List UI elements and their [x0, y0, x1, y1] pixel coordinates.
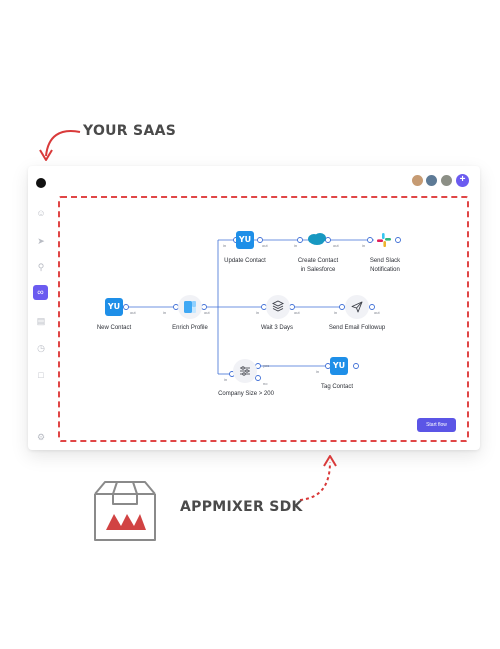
curved-arrow-top-icon: [39, 130, 81, 161]
tag-contact-icon[interactable]: YU: [330, 357, 348, 375]
port-label-out: out: [374, 310, 380, 315]
document-icon[interactable]: □: [38, 370, 44, 380]
clearbit-icon: [184, 301, 196, 313]
node-label-update-contact: Update Contact: [224, 258, 266, 264]
port-label-yes: yes: [263, 363, 270, 368]
port-label-out: out: [204, 310, 210, 315]
settings-icon[interactable]: ⚙: [36, 432, 46, 442]
node-label-new-contact: New Contact: [96, 325, 132, 331]
node-label-enrich-profile: Enrich Profile: [172, 325, 208, 331]
port-label-out: out: [262, 243, 268, 248]
your-saas-label: YOUR SAAS: [83, 123, 177, 139]
node-label-notification: Notification: [370, 267, 400, 273]
port-label-in: in: [334, 310, 338, 315]
port-label-in: in: [316, 369, 320, 374]
database-icon[interactable]: ▤: [36, 316, 46, 326]
node-label-create-contact: Create Contact: [297, 258, 339, 264]
user-icon[interactable]: ☺: [36, 208, 46, 218]
link-icon[interactable]: ∞: [33, 285, 48, 300]
node-label-in-salesforce: in Salesforce: [300, 267, 336, 273]
send-icon[interactable]: ➤: [37, 236, 45, 246]
update-contact-icon[interactable]: YU: [236, 231, 254, 249]
port-label-out: out: [294, 310, 300, 315]
port-label-in: in: [163, 310, 167, 315]
appmixer-sdk-label: APPMIXER SDK: [180, 499, 303, 515]
port-label-in: in: [256, 310, 260, 315]
dashed-arrow-up-icon: [299, 455, 337, 501]
clock-icon[interactable]: ◷: [37, 343, 45, 353]
port-label-out: out: [130, 310, 136, 315]
port-label-no: no: [263, 381, 268, 386]
layers-icon: [272, 300, 284, 312]
filter-sliders-icon: [240, 366, 250, 376]
avatar[interactable]: [440, 174, 453, 187]
avatar[interactable]: [411, 174, 424, 187]
node-label-send-email: Send Email Followup: [328, 325, 386, 331]
port-label-in: in: [362, 243, 366, 248]
port-label-out: out: [333, 243, 339, 248]
appmixer-box-logo: [94, 481, 156, 541]
sdk-embed-frame: [58, 196, 469, 442]
avatar[interactable]: [425, 174, 438, 187]
start-flow-button[interactable]: Start flow: [417, 418, 456, 432]
new-contact-icon[interactable]: YU: [105, 298, 123, 316]
salesforce-icon[interactable]: [306, 232, 328, 246]
port-label-in: in: [224, 377, 228, 382]
paper-plane-icon: [351, 301, 363, 313]
node-label-wait-days: Wait 3 Days: [260, 325, 294, 331]
key-icon[interactable]: ⚲: [37, 262, 45, 272]
app-window: [28, 166, 480, 450]
port-label-in: in: [223, 243, 227, 248]
node-label-send-slack: Send Slack: [369, 258, 401, 264]
node-label-tag-contact: Tag Contact: [320, 384, 354, 390]
wait-node[interactable]: [266, 295, 290, 319]
port-label-in: in: [294, 243, 298, 248]
node-label-company-size: Company Size > 200: [218, 391, 274, 397]
slack-icon[interactable]: [377, 233, 391, 247]
app-logo: [36, 178, 46, 188]
add-user-button[interactable]: +: [456, 174, 469, 187]
